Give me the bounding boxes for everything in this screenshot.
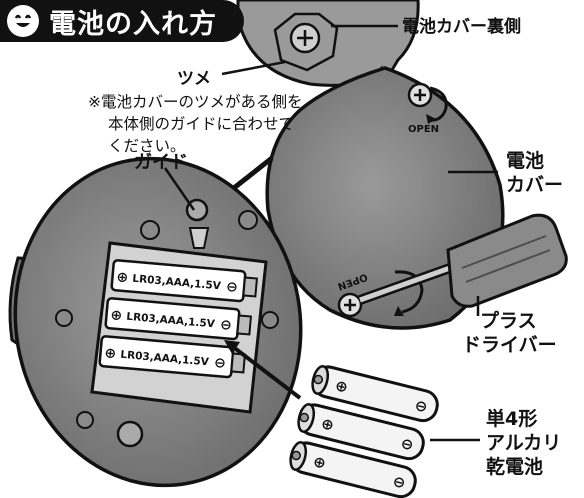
label-battery-line-2: アルカリ: [486, 432, 562, 454]
loose-battery: ⊕⊖: [289, 441, 417, 498]
screwdriver: [358, 213, 568, 308]
label-guide: ガイド: [134, 152, 188, 173]
plus-terminal-mark: ⊕: [319, 414, 336, 435]
leader-guide: [163, 167, 196, 211]
plus-terminal-mark: ⊕: [333, 376, 350, 397]
installed-battery: ⊕LR03,AAA,1.5V⊖: [98, 335, 247, 379]
minus-terminal-mark: ⊖: [225, 279, 238, 296]
loose-batteries: ⊕⊖⊕⊖⊕⊖: [289, 365, 439, 498]
minus-terminal-mark: ⊖: [219, 317, 232, 334]
label-cover-line-2: カバー: [506, 174, 564, 196]
minus-terminal-mark: ⊖: [391, 472, 408, 493]
label-claw: ツメ: [177, 69, 211, 89]
screw-icon: [116, 420, 144, 448]
rotate-arrow-icon: [427, 86, 448, 122]
note-line-3: ください。: [108, 137, 186, 155]
insert-arrow-icon: [230, 344, 302, 400]
plus-terminal-mark: ⊕: [311, 452, 328, 473]
loose-battery: ⊕⊖: [311, 365, 439, 423]
plus-terminal-mark: ⊕: [116, 269, 129, 286]
leader-claw: [221, 60, 286, 76]
installed-battery: ⊕LR03,AAA,1.5V⊖: [110, 259, 259, 303]
device-body: ⊕LR03,AAA,1.5V⊖⊕LR03,AAA,1.5V⊖⊕LR03,AAA,…: [8, 156, 303, 488]
open-mark: OPEN: [408, 124, 439, 135]
minus-terminal-mark: ⊖: [399, 434, 416, 455]
plus-terminal-mark: ⊕: [110, 307, 123, 324]
rotate-arrow-icon: [394, 270, 424, 314]
battery-cover: OPEN OPEN: [265, 66, 505, 330]
note-line-1: ※電池カバーのツメがある側を: [88, 93, 303, 111]
label-screwdriver-line-2: ドライバー: [462, 334, 557, 356]
note-line-2: 本体側のガイドに合わせて: [108, 115, 295, 133]
minus-terminal-mark: ⊖: [213, 355, 226, 372]
page-title: 電池の入れ方: [49, 8, 217, 40]
installed-battery: ⊕LR03,AAA,1.5V⊖: [104, 297, 253, 341]
loose-battery: ⊕⊖: [297, 403, 425, 461]
minus-terminal-mark: ⊖: [413, 396, 430, 417]
label-cover-line-1: 電池: [506, 150, 545, 172]
title-badge: 電池の入れ方: [0, 0, 244, 42]
label-battery-line-3: 乾電池: [486, 456, 544, 478]
smile-icon: [7, 5, 39, 37]
label-battery-line-1: 単4形: [486, 408, 538, 430]
label-screwdriver-line-1: プラス: [480, 310, 537, 332]
plus-terminal-mark: ⊕: [104, 345, 117, 362]
label-cover-back: 電池カバー裏側: [402, 17, 521, 37]
